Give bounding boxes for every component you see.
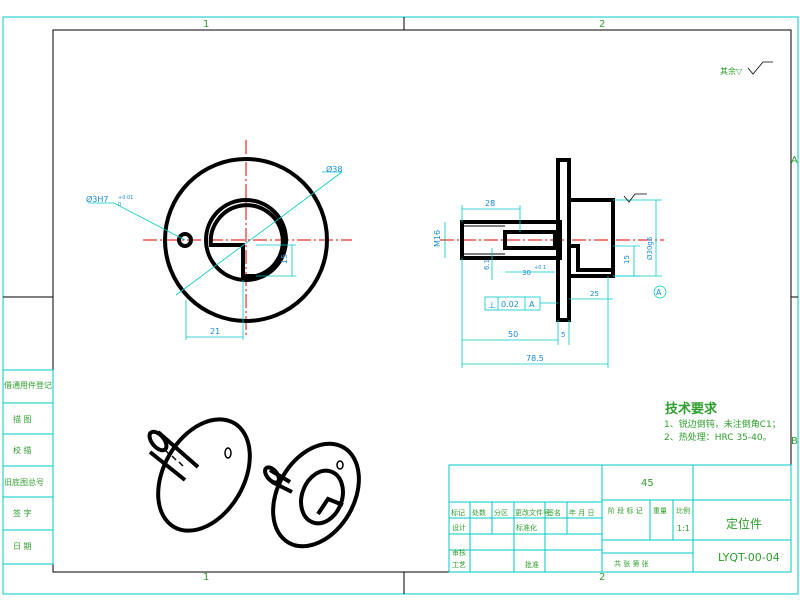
outer-frame: [2, 16, 799, 595]
inner-frame: [52, 29, 792, 573]
dim-hole-tol-bot: 0: [118, 202, 121, 208]
left-block-1: 描 图: [13, 414, 32, 424]
zone-bottom-2: 2: [599, 572, 605, 583]
tol-sym: ⊥: [488, 301, 496, 311]
design-label: 设计: [452, 523, 466, 532]
left-block-5: 日 期: [13, 542, 32, 551]
row-label-3: 更改文件号: [515, 508, 550, 517]
material: 45: [641, 478, 654, 489]
scale: 1:1: [677, 524, 690, 533]
standard-label: 标准化: [516, 523, 537, 532]
zone-top-2: 2: [599, 19, 605, 30]
review-label: 审核: [452, 548, 466, 557]
row-label-2: 分区: [494, 508, 508, 517]
tech-title: 技术要求: [665, 401, 718, 417]
scale-label: 比例: [676, 506, 690, 515]
dim-front-w: 21: [210, 327, 220, 336]
dim-side-dia-right: Ø30g6: [646, 236, 654, 260]
side-view: 28 M16 6.1 30 +0.1 15 25 Ø30g6 A 50 5 78…: [433, 158, 667, 368]
approve-label: 批准: [525, 560, 539, 569]
row-label-5: 年 月 日: [569, 508, 594, 517]
part-name: 定位件: [726, 516, 762, 531]
title-block: 45 定位件 LYQT-00-04 1:1 标记 处数 分区 更改文件号 签名 …: [448, 464, 792, 573]
left-block-4: 签 字: [13, 508, 32, 518]
row-label-0: 标记: [451, 508, 465, 517]
weight-label: 重量: [653, 507, 667, 515]
dim-side-6: 6.1: [483, 259, 491, 270]
drawing-no: LYQT-00-04: [718, 551, 780, 564]
dim-side-m16: M16: [433, 230, 442, 247]
isometric-view-left: [147, 417, 252, 533]
datum-a: A: [656, 288, 662, 297]
tol-val: 0.02: [501, 300, 519, 309]
dim-side-28: 28: [485, 199, 495, 208]
front-view: Ø3H7 +0.01 0 Ø38 21 15: [86, 140, 352, 340]
row-label-4: 签名: [547, 508, 561, 517]
tech-line-1: 1、锐边倒钝，未注倒角C1；: [664, 418, 781, 430]
zone-top-1: 1: [203, 19, 209, 30]
row-label-1: 处数: [472, 508, 486, 517]
dim-hole-tol-top: +0.01: [118, 195, 133, 201]
outer-circle: [163, 157, 329, 323]
dim-side-785: 78.5: [526, 354, 544, 363]
dim-side-25: 25: [590, 290, 599, 298]
dim-side-30-tol: +0.1: [534, 265, 546, 271]
zone-bottom-1: 1: [203, 572, 209, 583]
dim-side-50: 50: [508, 330, 518, 339]
dim-side-30: 30: [522, 269, 531, 277]
sheets-label: 共 张 第 张: [614, 559, 649, 568]
zone-right-b: B: [791, 436, 798, 447]
process-label: 工艺: [452, 561, 466, 569]
dim-side-5: 5: [561, 331, 565, 339]
isometric-view-right: [263, 441, 361, 549]
stage-label: 阶 段 标 记: [608, 506, 643, 515]
dim-front-h: 15: [280, 254, 289, 264]
tol-ref: A: [529, 300, 535, 309]
left-block-3: 旧底图总号: [4, 477, 44, 487]
left-block-2: 校 描: [13, 445, 32, 455]
zone-right-a: A: [791, 155, 798, 166]
dim-side-15: 15: [623, 255, 631, 264]
dim-hole-note: Ø3H7: [86, 194, 109, 204]
surface-note: 其余▽: [720, 66, 743, 76]
tech-line-2: 2、热处理：HRC 35-40。: [664, 431, 772, 443]
left-block-0: 借通用件登记: [4, 380, 52, 390]
dim-outer-dia: Ø38: [326, 164, 342, 174]
left-record-block: 借通用件登记 描 图 校 描 旧底图总号 签 字 日 期: [2, 369, 54, 565]
